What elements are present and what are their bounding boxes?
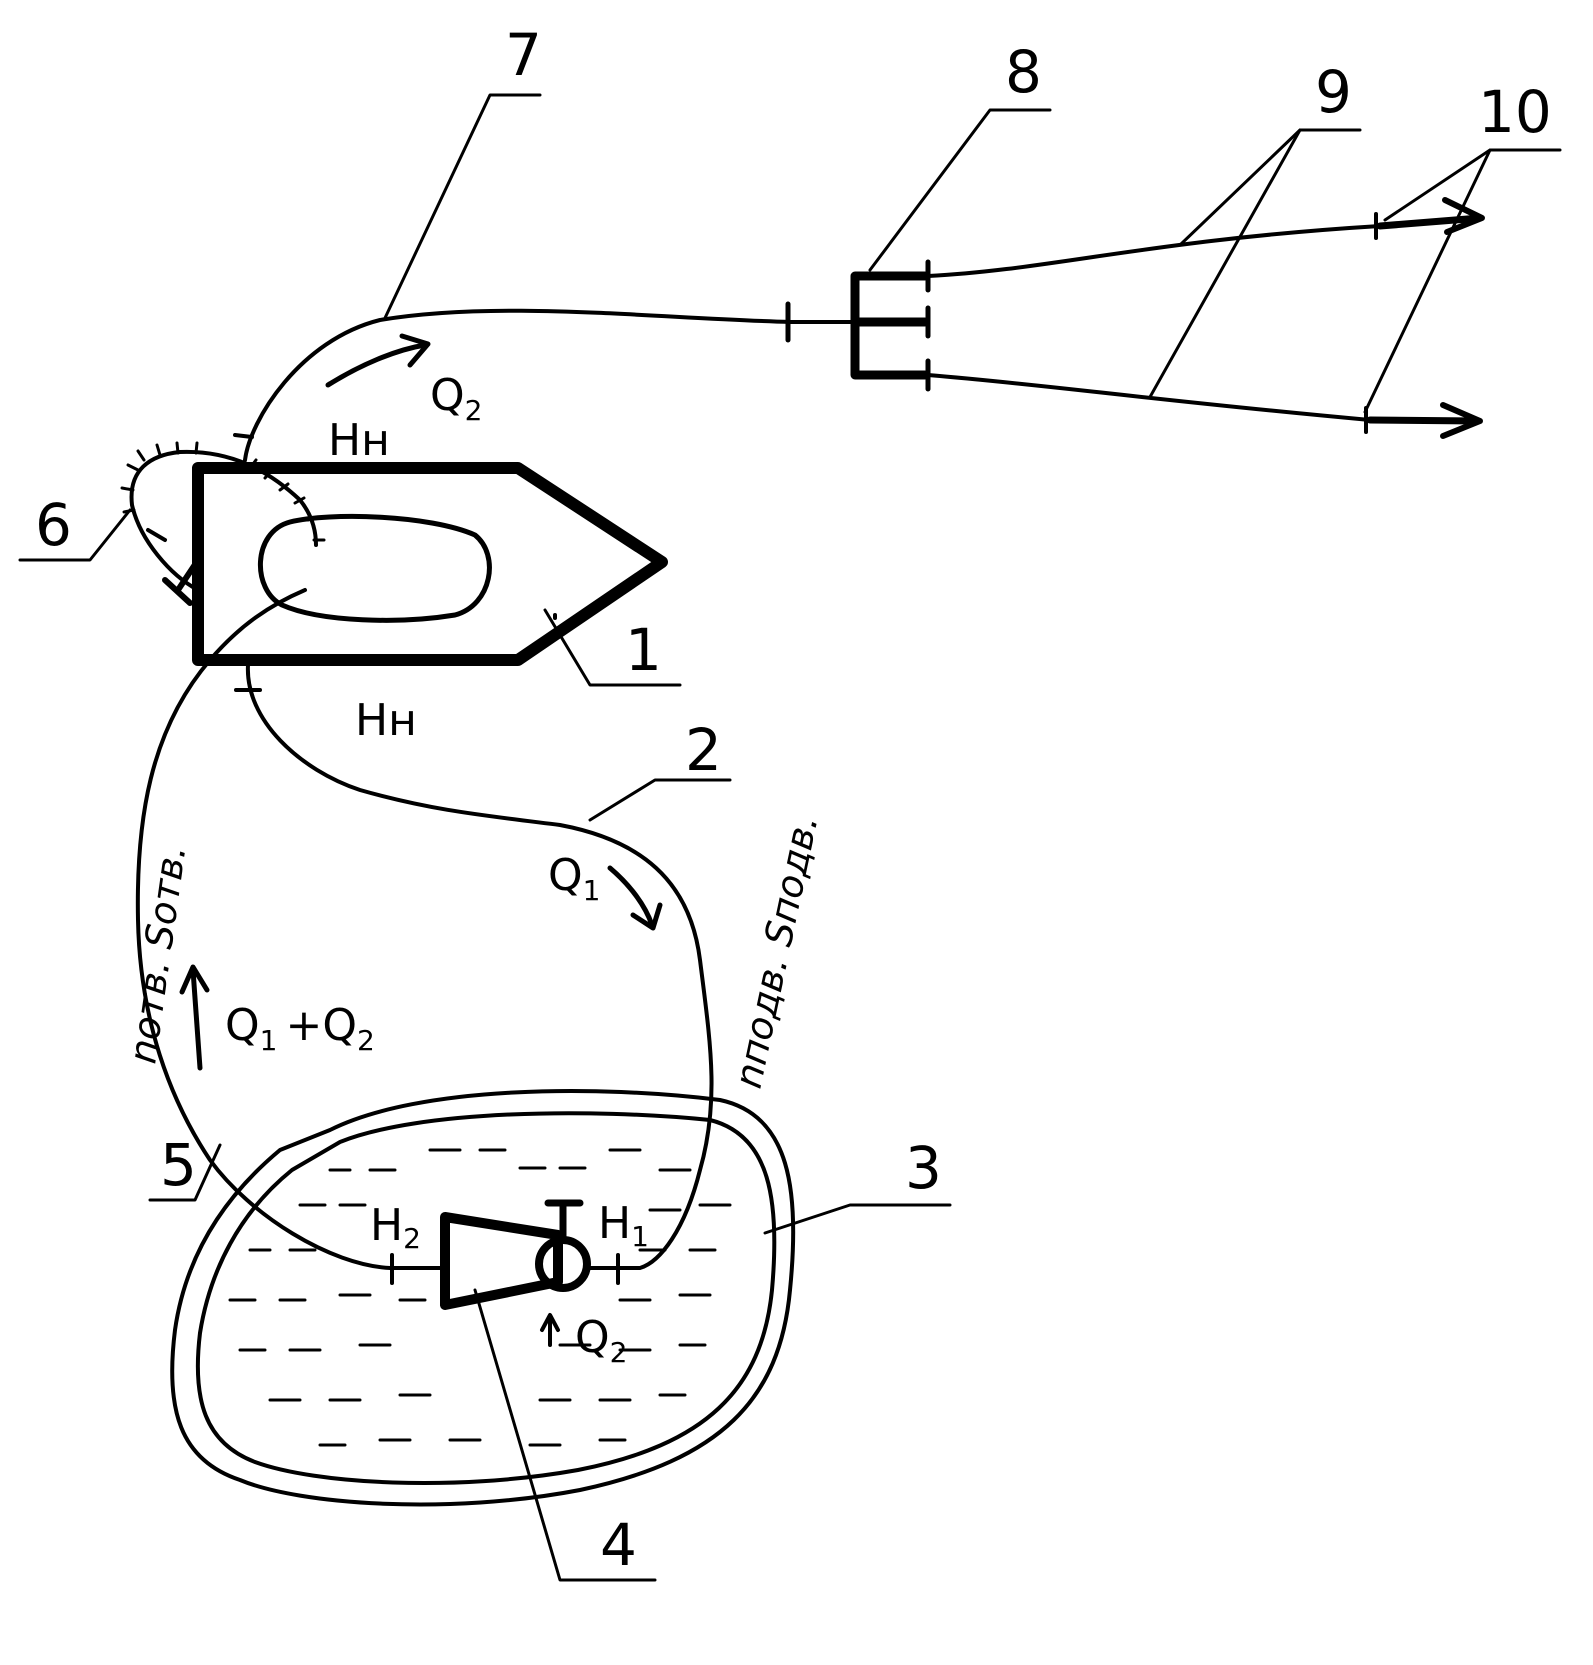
supply-hose-2 [234, 663, 714, 1285]
suction-connector-tick [146, 528, 167, 542]
leader-8 [868, 108, 1052, 272]
label-q1-supply: Q1 [548, 850, 600, 907]
label-4: 4 [600, 1511, 637, 1579]
flow-arrow-q2-pressure-head [399, 333, 431, 368]
label-q2-suction: Q2 [575, 1312, 627, 1369]
pressure-line-coupling-truck [233, 433, 254, 439]
suction-connector-cap [162, 577, 193, 606]
label-3: 3 [905, 1134, 942, 1202]
water-source-3 [170, 1089, 796, 1507]
label-hn-top: Hн [328, 415, 390, 466]
number-labels: 1 2 3 4 5 6 7 8 9 10 [35, 21, 1552, 1579]
leader-1 [543, 608, 682, 687]
nozzle-lower [1366, 416, 1482, 425]
label-2: 2 [685, 716, 722, 784]
discharge-hose-5 [135, 588, 447, 1285]
flow-arrow-q2-pressure [325, 342, 428, 388]
label-9: 9 [1315, 58, 1352, 126]
label-7: 7 [505, 21, 542, 89]
leader-3 [763, 1203, 952, 1235]
truck-tank-outline [258, 513, 492, 623]
label-1: 1 [625, 616, 662, 684]
leader-2 [588, 778, 732, 822]
leader-4 [473, 1288, 657, 1582]
nozzle-upper-arrowhead [1442, 197, 1485, 235]
flow-arrow-q1q2-discharge [190, 967, 203, 1071]
fire-truck [192, 462, 668, 666]
nozzle-upper [1376, 214, 1484, 230]
label-h1: H1 [598, 1198, 649, 1253]
water-source-outer [170, 1089, 796, 1507]
pressure-line [243, 308, 857, 462]
working-line-upper [926, 224, 1382, 278]
leader-9-lower [1148, 128, 1302, 399]
discharge-hose [135, 588, 447, 1270]
water-source-inner [195, 1111, 777, 1486]
water-surface-dashes [228, 1148, 732, 1447]
pressure-line-7 [233, 301, 857, 462]
flow-arrow-q2-suction-head [540, 1313, 560, 1332]
dividing-branch-8 [850, 259, 931, 392]
flow-arrows [179, 333, 663, 1347]
label-8: 8 [1005, 38, 1042, 106]
leader-6 [18, 508, 132, 562]
leader-lines [18, 93, 1562, 1582]
label-q2-pressure: Q2 [430, 370, 482, 427]
suction-hose-6 [120, 441, 326, 606]
label-q1-plus-q2: Q1+Q2 [225, 1000, 375, 1057]
leader-7 [383, 93, 542, 320]
flow-arrow-q1-supply [607, 865, 655, 928]
label-discharge-params: nотв. Sотв. [120, 842, 194, 1066]
suction-hose-arc [129, 449, 318, 592]
nozzles-10 [1366, 197, 1485, 439]
label-hn-bottom: Hн [355, 695, 417, 746]
label-supply-params: nподв. Sподв. [726, 811, 827, 1092]
working-line-lower [926, 373, 1372, 422]
truck-body [192, 462, 668, 666]
supply-hose [245, 663, 714, 1270]
flow-arrow-q1q2-discharge-head [179, 964, 210, 995]
nozzle-lower-arrowhead [1440, 402, 1483, 439]
hydroelevator-body [440, 1212, 563, 1310]
leader-5 [148, 1143, 222, 1202]
flow-arrow-q1-supply-head [630, 902, 663, 931]
suction-connector [175, 557, 201, 593]
hydroelevator-4 [440, 1199, 591, 1310]
label-5: 5 [160, 1131, 197, 1199]
label-h2: H2 [370, 1200, 421, 1255]
working-lines-9 [926, 212, 1382, 434]
leader-10-lower [1363, 148, 1492, 414]
label-6: 6 [35, 491, 72, 559]
label-10: 10 [1478, 78, 1552, 146]
